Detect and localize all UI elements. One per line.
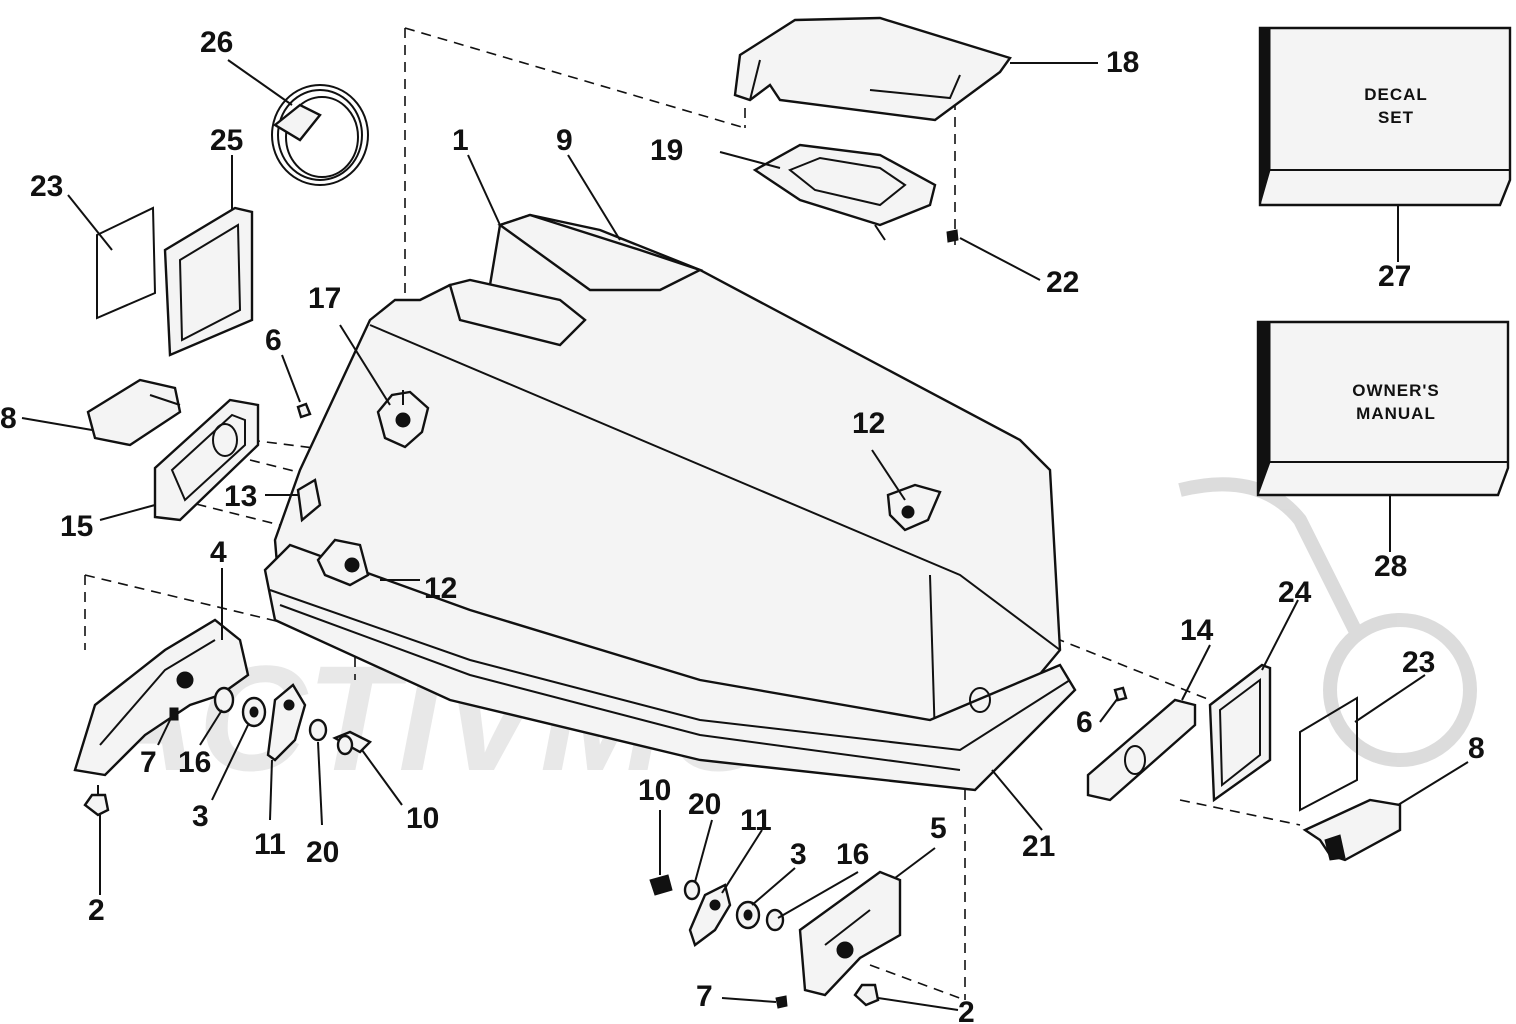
washer-part-16-right [765, 908, 785, 932]
callout-13: 13 [224, 480, 257, 513]
seal-part-23-left [96, 206, 157, 320]
callout-20-right: 20 [688, 788, 721, 821]
plate-part-13 [296, 478, 322, 523]
callout-21: 21 [1022, 830, 1055, 863]
bracket-part-4 [73, 618, 250, 777]
screw-part-6-left [296, 402, 312, 419]
callout-24: 24 [1278, 576, 1312, 609]
callout-26: 26 [200, 26, 233, 59]
decal-set-label-line2: SET [1378, 108, 1414, 127]
screw-part-7-right [775, 995, 788, 1009]
plate-part-15 [153, 398, 260, 522]
callout-1: 1 [452, 124, 469, 157]
engine-cowl-part-1 [263, 213, 1077, 792]
washer-part-3-left [241, 696, 267, 728]
callout-12-top: 12 [852, 407, 885, 440]
callout-28: 28 [1374, 550, 1407, 583]
callout-12-bottom: 12 [424, 572, 457, 605]
screw-part-7-left [169, 707, 179, 721]
knob-part-17 [376, 390, 430, 449]
gasket-part-19 [752, 143, 937, 241]
cap-part-18 [733, 16, 1012, 122]
callout-labels: 1 9 17 6 12 12 13 8 15 4 7 16 3 11 20 10… [0, 26, 1485, 1024]
callout-19: 19 [650, 134, 683, 167]
owners-manual-box-part-28: OWNER'S MANUAL [1256, 320, 1510, 497]
washer-part-20-right [683, 879, 701, 901]
callout-16-right: 16 [836, 838, 869, 871]
plate-part-14 [1086, 698, 1197, 802]
callout-7-left: 7 [140, 746, 157, 779]
handle-part-8-left [86, 378, 182, 447]
screw-part-22 [946, 229, 959, 243]
callout-10-left: 10 [406, 802, 439, 835]
callout-16-left: 16 [178, 746, 211, 779]
callout-14: 14 [1180, 614, 1214, 647]
callout-8-left: 8 [0, 402, 17, 435]
callout-18: 18 [1106, 46, 1139, 79]
callout-6-right: 6 [1076, 706, 1093, 739]
leader-lines [21, 59, 1469, 1011]
callout-11-left: 11 [254, 828, 286, 861]
seal-part-23-right [1299, 696, 1358, 812]
callout-5: 5 [930, 812, 947, 845]
washer-part-16-left [213, 686, 235, 714]
bracket-part-11-left [266, 683, 307, 762]
cable-part-26 [271, 84, 369, 186]
callout-25: 25 [210, 124, 243, 157]
callout-4: 4 [210, 536, 227, 569]
clip-part-12-bottom [316, 538, 370, 587]
callout-11-right: 11 [740, 804, 772, 837]
callout-22: 22 [1046, 266, 1079, 299]
handle-part-8-right [1302, 798, 1402, 862]
owners-manual-label-line2: MANUAL [1356, 404, 1436, 423]
decal-set-label-line1: DECAL [1364, 85, 1428, 104]
callout-17: 17 [308, 282, 341, 315]
decal-set-box-part-27: DECAL SET [1258, 26, 1512, 207]
callout-3-right: 3 [790, 838, 807, 871]
bracket-part-11-right [688, 883, 732, 947]
callout-15: 15 [60, 510, 93, 543]
owners-manual-label-line1: OWNER'S [1352, 381, 1440, 400]
stud-part-2-left [83, 785, 110, 817]
clip-part-12-top [886, 483, 942, 532]
bracket-part-5 [798, 870, 902, 997]
callout-20-left: 20 [306, 836, 339, 869]
callout-2-right: 2 [958, 996, 975, 1024]
stud-part-2-right [853, 983, 880, 1007]
washer-part-20-left [308, 718, 328, 742]
callout-23-left: 23 [30, 170, 63, 203]
callout-2-left: 2 [88, 894, 105, 927]
callout-7-right: 7 [696, 980, 713, 1013]
callout-23-right: 23 [1402, 646, 1435, 679]
washer-part-3-right [735, 900, 761, 930]
callout-10-right: 10 [638, 774, 671, 807]
callout-9: 9 [556, 124, 573, 157]
screw-part-6-right [1113, 686, 1128, 702]
callout-6-left: 6 [265, 324, 282, 357]
bolt-part-10-right [649, 874, 673, 896]
callout-3-left: 3 [192, 800, 209, 833]
callout-8-right: 8 [1468, 732, 1485, 765]
gasket-part-25 [163, 206, 254, 357]
bolt-part-10-left [332, 730, 373, 756]
gasket-part-24 [1208, 663, 1272, 803]
callout-27: 27 [1378, 260, 1411, 293]
